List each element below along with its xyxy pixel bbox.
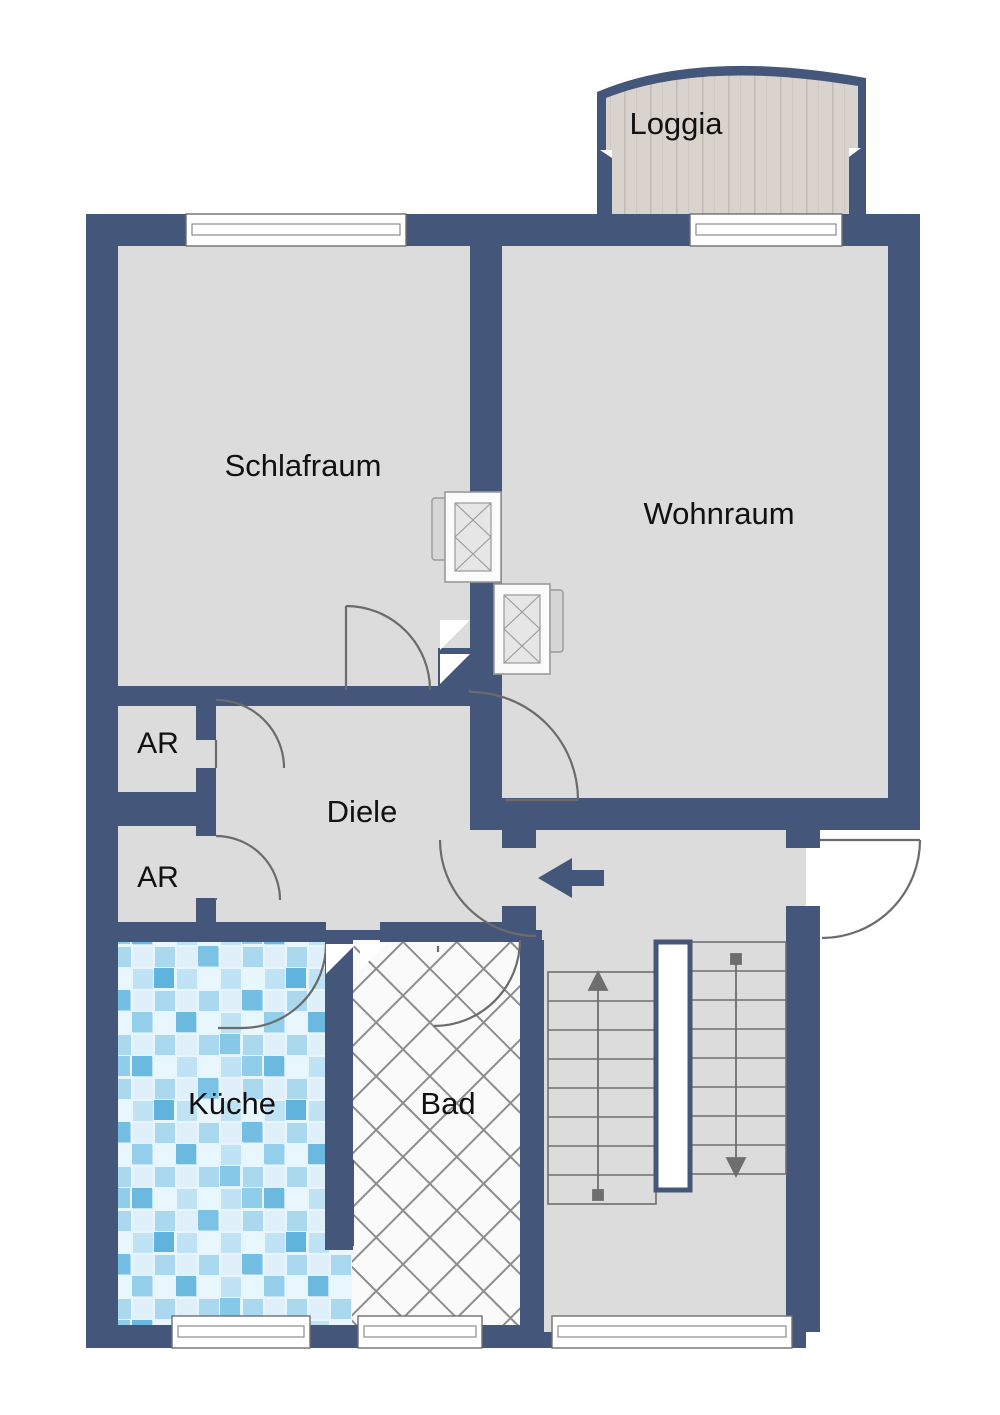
loggia-room <box>597 65 866 240</box>
door-schlafraum <box>344 604 432 691</box>
door-ar-lower <box>214 834 282 901</box>
window-wohnraum-north <box>689 213 843 247</box>
floor-kueche <box>118 940 352 1325</box>
window-kueche-south <box>171 1315 311 1349</box>
window-bad-south <box>357 1315 483 1349</box>
wall-break-hatch-kitchen <box>326 944 386 974</box>
stove-wohnraum <box>493 583 564 675</box>
floor-schlafraum <box>118 246 470 686</box>
floor-wohnraum <box>502 246 888 798</box>
floor-ar-upper <box>118 700 208 792</box>
door-ar-upper <box>214 698 286 769</box>
window-stair-south <box>551 1315 793 1349</box>
door-bad <box>433 939 522 1028</box>
door-entrance <box>820 838 922 940</box>
door-diele-left <box>438 839 537 938</box>
stove-schlafraum <box>431 491 502 583</box>
door-kueche <box>218 943 328 1030</box>
room-floors <box>118 246 888 1332</box>
windows <box>171 213 843 1349</box>
wall-break-hatch <box>440 620 470 684</box>
staircase <box>547 939 787 1205</box>
door-wohnraum <box>468 690 580 802</box>
doors <box>214 604 922 1030</box>
floor-ar-lower <box>118 826 208 930</box>
floor-bad <box>338 940 520 1325</box>
entrance-direction-arrow <box>538 858 604 898</box>
window-schlafraum-north <box>185 213 407 247</box>
